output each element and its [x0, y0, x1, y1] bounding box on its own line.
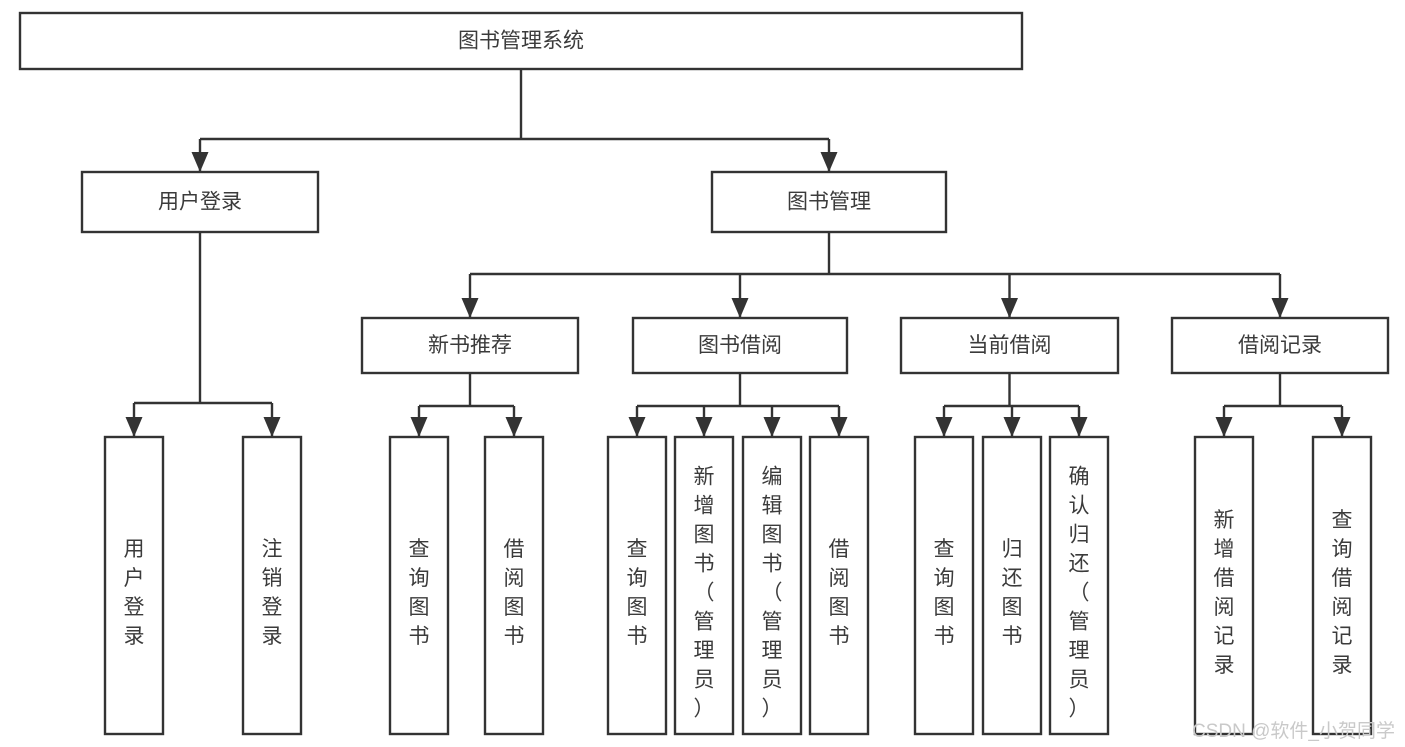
- leafgrp-user-login-arrow-0: [125, 417, 143, 437]
- node-user-login-label: 用户登录: [158, 191, 242, 214]
- leaf-leaf-borrow-book-recommend[interactable]: 借阅图书: [483, 435, 545, 736]
- leaf-leaf-edit-book-admin[interactable]: 编辑图书（管理员）: [741, 435, 803, 736]
- bm-to-level2-arrow-3: [1271, 298, 1289, 318]
- leafgrp-book-borrow-arrow-3: [830, 417, 848, 437]
- leaf-leaf-confirm-return-admin[interactable]: 确认归还（管理员）: [1048, 435, 1110, 736]
- leaf-leaf-borrow-book[interactable]: 借阅图书: [808, 435, 870, 736]
- leaf-leaf-user-login-label: 用户登录: [124, 538, 145, 648]
- leaf-leaf-query-book-current-box: [913, 435, 975, 736]
- leaf-leaf-query-borrow-record-label: 查询借阅记录: [1332, 509, 1353, 677]
- leafgrp-book-borrow-arrow-1: [695, 417, 713, 437]
- leafgrp-borrow-record-arrow-0: [1215, 417, 1233, 437]
- leaf-leaf-add-borrow-record-label: 新增借阅记录: [1214, 509, 1235, 677]
- leaf-leaf-query-book-borrow-label: 查询图书: [627, 538, 648, 648]
- node-borrow-record-box: [1170, 316, 1390, 375]
- leaf-leaf-add-borrow-record-box: [1193, 435, 1255, 736]
- node-new-book-recommend-label: 新书推荐: [428, 334, 512, 357]
- leaf-leaf-add-book-admin[interactable]: 新增图书（管理员）: [673, 435, 735, 736]
- leafgrp-current-borrow-arrow-0: [935, 417, 953, 437]
- leaf-leaf-logout-login[interactable]: 注销登录: [241, 435, 303, 736]
- leaf-leaf-borrow-book-label: 借阅图书: [829, 538, 850, 648]
- leafgrp-book-borrow-arrow-0: [628, 417, 646, 437]
- leafgrp-current-borrow-arrow-1: [1003, 417, 1021, 437]
- leaf-leaf-query-borrow-record-box: [1311, 435, 1373, 736]
- leaf-leaf-query-book-recommend[interactable]: 查询图书: [388, 435, 450, 736]
- node-book-management[interactable]: 图书管理: [710, 170, 948, 234]
- connector-layer: [125, 69, 1351, 437]
- leaf-leaf-return-book-box: [981, 435, 1043, 736]
- node-book-borrow-box: [631, 316, 849, 375]
- leaf-leaf-borrow-book-recommend-label: 借阅图书: [504, 538, 525, 648]
- leaf-leaf-confirm-return-admin-box: [1048, 435, 1110, 736]
- node-book-borrow[interactable]: 图书借阅: [631, 316, 849, 375]
- leafgrp-borrow-record-arrow-1: [1333, 417, 1351, 437]
- leaf-leaf-user-login-box: [103, 435, 165, 736]
- leafgrp-current-borrow-arrow-2: [1070, 417, 1088, 437]
- node-new-book-recommend-box: [360, 316, 580, 375]
- node-current-borrow-label: 当前借阅: [968, 334, 1052, 357]
- node-book-borrow-label: 图书借阅: [698, 334, 782, 357]
- leaf-leaf-query-borrow-record[interactable]: 查询借阅记录: [1311, 435, 1373, 736]
- leaf-leaf-add-book-admin-box: [673, 435, 735, 736]
- leaf-leaf-query-book-borrow[interactable]: 查询图书: [606, 435, 668, 736]
- leaf-leaf-query-book-recommend-label: 查询图书: [409, 538, 430, 648]
- node-book-management-label: 图书管理: [787, 191, 871, 214]
- bm-to-level2-arrow-0: [461, 298, 479, 318]
- node-root-root[interactable]: 图书管理系统: [18, 11, 1024, 71]
- node-book-management-box: [710, 170, 948, 234]
- leaf-leaf-borrow-book-recommend-box: [483, 435, 545, 736]
- leaf-leaf-edit-book-admin-box: [741, 435, 803, 736]
- leafgrp-new-book-recommend-arrow-0: [410, 417, 428, 437]
- node-root-root-label: 图书管理系统: [458, 30, 584, 53]
- leaf-leaf-edit-book-admin-label: 编辑图书（管理员）: [762, 465, 783, 720]
- leaf-leaf-logout-login-label: 注销登录: [262, 538, 283, 648]
- leafgrp-book-borrow-arrow-2: [763, 417, 781, 437]
- node-borrow-record-label: 借阅记录: [1238, 334, 1322, 357]
- leaf-leaf-add-borrow-record[interactable]: 新增借阅记录: [1193, 435, 1255, 736]
- bm-to-level2-arrow-1: [731, 298, 749, 318]
- node-borrow-record[interactable]: 借阅记录: [1170, 316, 1390, 375]
- node-user-login[interactable]: 用户登录: [80, 170, 320, 234]
- leaf-leaf-user-login[interactable]: 用户登录: [103, 435, 165, 736]
- leaf-leaf-borrow-book-box: [808, 435, 870, 736]
- leaf-leaf-query-book-current-label: 查询图书: [934, 538, 955, 648]
- bm-to-level2-arrow-2: [1001, 298, 1018, 318]
- leaf-leaf-confirm-return-admin-label: 确认归还（管理员）: [1069, 465, 1090, 720]
- node-root-root-box: [18, 11, 1024, 71]
- node-user-login-box: [80, 170, 320, 234]
- node-current-borrow[interactable]: 当前借阅: [899, 316, 1120, 375]
- leafgrp-new-book-recommend-arrow-1: [505, 417, 523, 437]
- leaf-leaf-return-book-label: 归还图书: [1002, 538, 1023, 648]
- node-current-borrow-box: [899, 316, 1120, 375]
- root-to-level1-arrow-1: [820, 152, 838, 172]
- leafgrp-user-login-arrow-1: [263, 417, 281, 437]
- leaf-leaf-query-book-borrow-box: [606, 435, 668, 736]
- node-layer: 图书管理系统用户登录图书管理新书推荐图书借阅当前借阅借阅记录用户登录注销登录查询…: [18, 11, 1390, 736]
- leaf-leaf-return-book[interactable]: 归还图书: [981, 435, 1043, 736]
- leaf-leaf-query-book-current[interactable]: 查询图书: [913, 435, 975, 736]
- root-to-level1-arrow-0: [191, 152, 209, 172]
- leaf-leaf-logout-login-box: [241, 435, 303, 736]
- leaf-leaf-add-book-admin-label: 新增图书（管理员）: [694, 465, 715, 720]
- leaf-leaf-query-book-recommend-box: [388, 435, 450, 736]
- node-new-book-recommend[interactable]: 新书推荐: [360, 316, 580, 375]
